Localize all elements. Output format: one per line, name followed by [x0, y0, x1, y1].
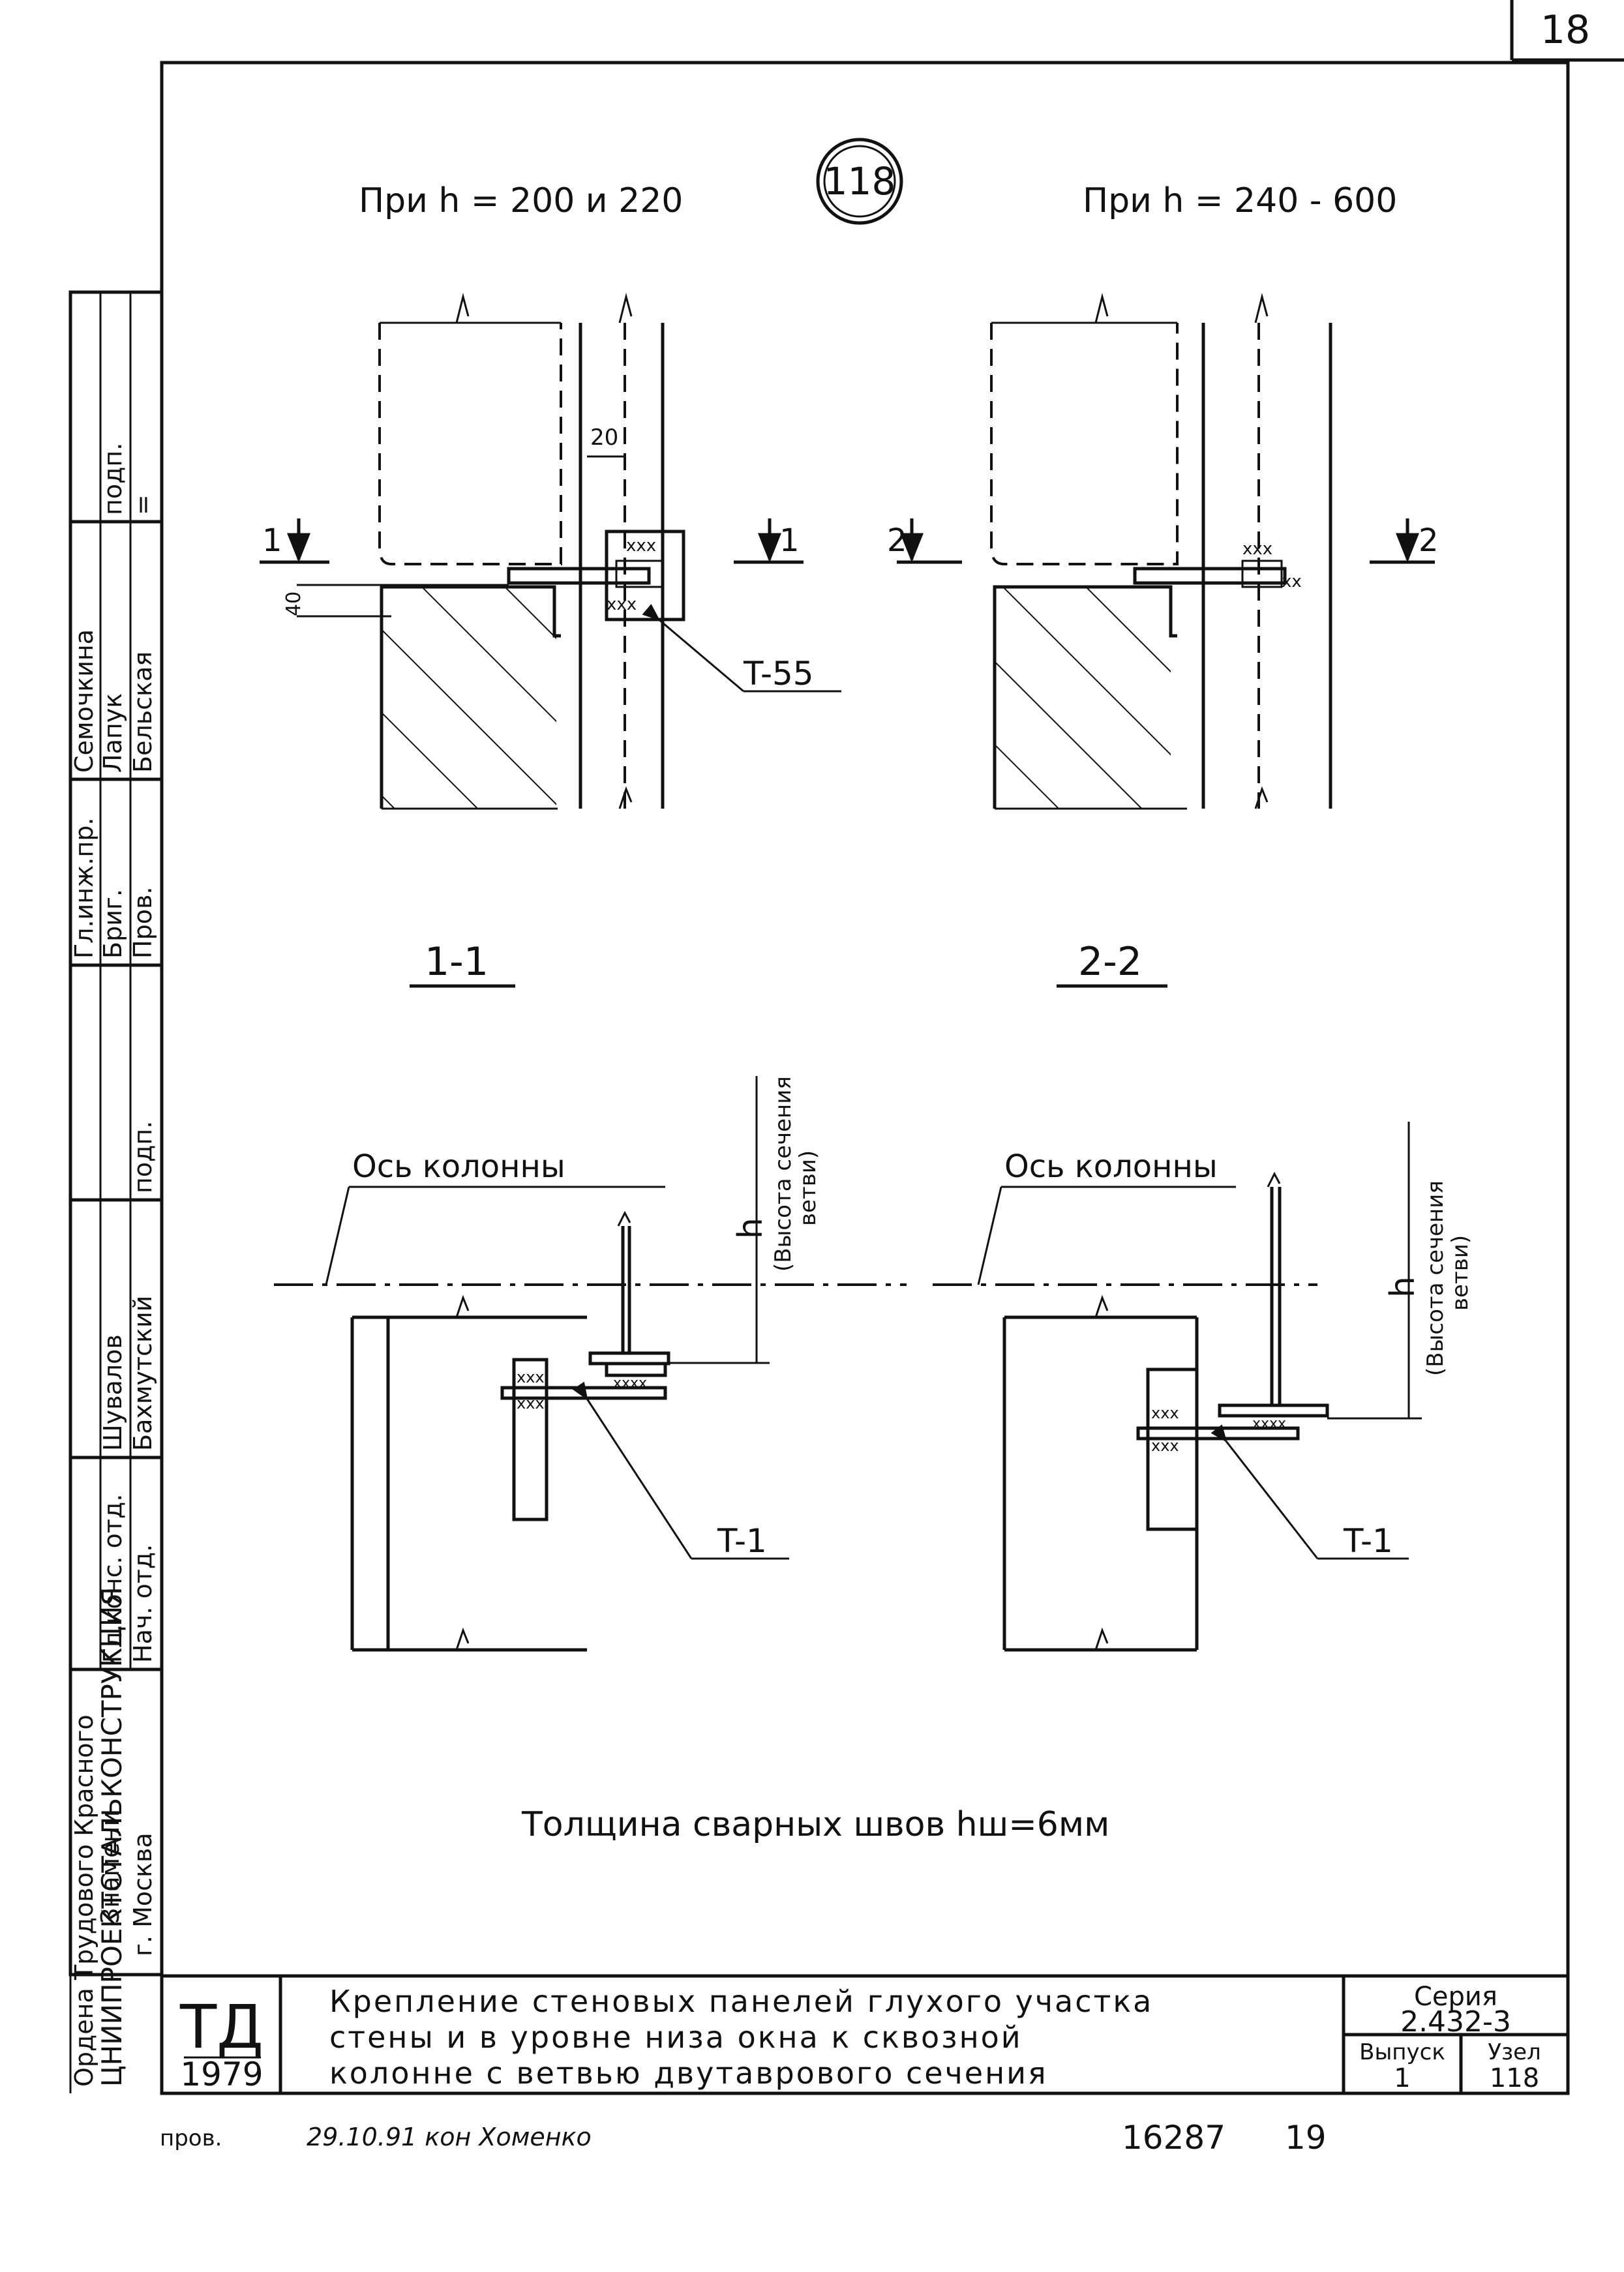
- stamp-name-2: Бельская: [128, 651, 157, 773]
- branch-note-left-1: (Высота сечения: [770, 1076, 796, 1272]
- branch-note-right-2: ветви): [1447, 1235, 1473, 1311]
- archive-number: 16287: [1122, 2119, 1226, 2157]
- stamp-sign-3: подп.: [128, 1121, 157, 1193]
- svg-text:xxx: xxx: [1242, 539, 1272, 559]
- svg-text:xxx: xxx: [626, 536, 656, 556]
- side-stamp: подп. Лапук Бельская Гл.инж.пр. Бриг. Пр…: [68, 290, 164, 2093]
- cut-mark-1b: 1: [779, 522, 800, 559]
- weld-t55: T-55: [743, 655, 814, 693]
- weld-thickness-note: Толщина сварных швов hш=6мм: [521, 1805, 1109, 1844]
- check-label: пров.: [160, 2125, 222, 2151]
- branch-note-right-1: (Высота сечения: [1422, 1180, 1449, 1376]
- dim-40: 40: [282, 591, 305, 616]
- node-label: Узел: [1488, 2039, 1541, 2065]
- stamp-sign-1: подп.: [98, 443, 127, 515]
- dim-20: 20: [590, 425, 618, 451]
- stamp-name-4: Шувалов: [98, 1334, 127, 1451]
- weld-t1-right: T-1: [1343, 1522, 1393, 1560]
- elevation-left: xxx xxx 1 1 20 40 T-55: [260, 293, 841, 810]
- stamp-role-3: Пров.: [128, 887, 157, 959]
- org-line-1: Ордена Трудового Красного: [70, 1714, 98, 2087]
- title-left-view: При h = 200 и 220: [359, 181, 683, 220]
- archive-page: 19: [1285, 2119, 1327, 2157]
- org-line-3: ЦНИИПРОЕКТСТАЛЬКОНСТРУКЦИЯ: [96, 1587, 128, 2087]
- weld-t1-left: T-1: [717, 1522, 767, 1560]
- branch-note-left-2: ветви): [795, 1150, 821, 1226]
- node-number: 118: [824, 159, 896, 203]
- title-line-1: Крепление стеновых панелей глухого участ…: [329, 1984, 1153, 2019]
- cut-mark-1a: 1: [262, 522, 282, 559]
- node-value: 118: [1490, 2063, 1539, 2093]
- title-line-3: колонне с ветвью двутаврового сечения: [329, 2055, 1048, 2091]
- axis-label-left: Ось колонны: [352, 1148, 565, 1185]
- logo-td: ТД: [179, 1992, 263, 2062]
- cut-mark-2a: 2: [887, 522, 907, 559]
- title-right-view: При h = 240 - 600: [1083, 181, 1397, 220]
- section-2-2: Ось колонны xxx xxx xxxx h (Высота сечен…: [933, 1122, 1473, 1652]
- year: 1979: [180, 2055, 263, 2093]
- stamp-role-5: Гл.конс. отд.: [98, 1494, 127, 1663]
- title-line-2: стены и в уровне низа окна к сквозной: [329, 2020, 1023, 2055]
- stamp-name-0: Семочкина: [70, 629, 98, 773]
- svg-text:xx: xx: [1282, 572, 1302, 591]
- svg-text:xxxx: xxxx: [1252, 1416, 1286, 1432]
- series-label: Серия: [1414, 1982, 1497, 2012]
- node-badge: 118: [816, 138, 903, 225]
- series-value: 2.432-3: [1400, 2005, 1511, 2039]
- page-number: 18: [1541, 7, 1590, 53]
- h-label-left: h: [731, 1218, 770, 1239]
- cut-mark-2b: 2: [1419, 522, 1439, 559]
- section-label-2: 2-2: [1078, 939, 1142, 985]
- issue-label: Выпуск: [1359, 2039, 1445, 2065]
- svg-text:xxxx: xxxx: [613, 1375, 647, 1392]
- stamp-role-2: Бриг.: [98, 889, 127, 959]
- axis-label-right: Ось колонны: [1004, 1148, 1218, 1185]
- svg-text:xxx: xxx: [607, 595, 637, 614]
- check-signature: 29.10.91 кон Хоменко: [307, 2123, 592, 2151]
- elevation-right: xxx xx 2 2: [887, 293, 1439, 810]
- org-line-4: г. Москва: [128, 1832, 157, 1956]
- svg-text:xxx: xxx: [517, 1368, 545, 1386]
- stamp-role-1: Гл.инж.пр.: [70, 818, 98, 959]
- stamp-name-1: Лапук: [98, 693, 127, 773]
- svg-text:xxx: xxx: [1151, 1404, 1179, 1422]
- page-number-box: 18: [1510, 0, 1624, 62]
- org-line-2: Знамени: [96, 1810, 125, 1924]
- h-label-right: h: [1383, 1276, 1422, 1298]
- sheet-frame: [160, 61, 1570, 2095]
- section-1-1: Ось колонны xxx xxx xxxx h (Высота сечен…: [274, 1076, 907, 1652]
- issue-value: 1: [1394, 2063, 1410, 2093]
- section-label-1: 1-1: [425, 939, 489, 985]
- stamp-role-4: Нач. отд.: [128, 1544, 157, 1663]
- stamp-sign-2: =: [128, 494, 157, 515]
- title-block: ТД 1979 Крепление стеновых панелей глухо…: [162, 1974, 1568, 2093]
- stamp-name-3: Бахмутский: [128, 1296, 157, 1451]
